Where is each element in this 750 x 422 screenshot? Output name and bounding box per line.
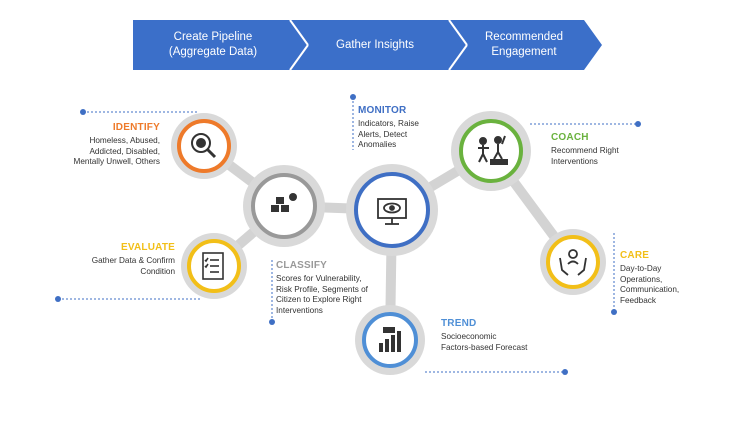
magnifier-virus-icon xyxy=(191,133,217,159)
node-identify xyxy=(171,113,237,179)
trend-title: TREND xyxy=(441,318,477,329)
node-evaluate xyxy=(181,233,247,299)
node-classify xyxy=(243,165,325,247)
banner xyxy=(133,19,602,71)
checklist-icon xyxy=(202,252,224,280)
coaching-people-icon xyxy=(478,135,508,165)
monitor-eye-icon xyxy=(377,198,407,225)
trend-chart-icon xyxy=(379,327,401,352)
banner-step-3 xyxy=(449,20,602,70)
leader-dots xyxy=(55,94,641,375)
node-trend xyxy=(355,305,425,375)
care-desc: Day-to-Day Operations, Communication, Fe… xyxy=(620,264,680,305)
node-coach xyxy=(451,111,531,191)
monitor-desc: Indicators, Raise Alerts, Detect Anomali… xyxy=(358,119,419,149)
care-title: CARE xyxy=(620,250,650,261)
node-monitor xyxy=(346,164,438,256)
caring-hands-icon xyxy=(559,249,587,276)
identify-desc: Homeless, Abused, Addicted, Disabled, Me… xyxy=(73,136,160,166)
banner-step-2-label: Gather Insights xyxy=(336,38,414,51)
evaluate-title: EVALUATE xyxy=(120,242,175,253)
classify-title: CLASSIFY xyxy=(276,260,328,271)
trend-desc: Socioeconomic Factors-based Forecast xyxy=(441,332,528,352)
evaluate-desc: Gather Data & Confirm Condition xyxy=(91,256,175,276)
identify-title: IDENTIFY xyxy=(112,122,160,133)
node-care xyxy=(540,229,606,295)
banner-step-1-label: Create Pipeline (Aggregate Data) xyxy=(168,31,258,58)
banner-step-2 xyxy=(290,20,467,70)
banner-step-1 xyxy=(133,20,308,70)
coach-title: COACH xyxy=(551,132,589,143)
monitor-title: MONITOR xyxy=(358,105,407,116)
leader-lines xyxy=(58,97,638,373)
banner-step-3-label: Recommended Engagement xyxy=(485,31,563,58)
boxes-icon xyxy=(271,193,297,212)
coach-desc: Recommend Right Interventions xyxy=(551,146,619,166)
classify-desc: Scores for Vulnerability, Risk Profile, … xyxy=(276,274,368,315)
